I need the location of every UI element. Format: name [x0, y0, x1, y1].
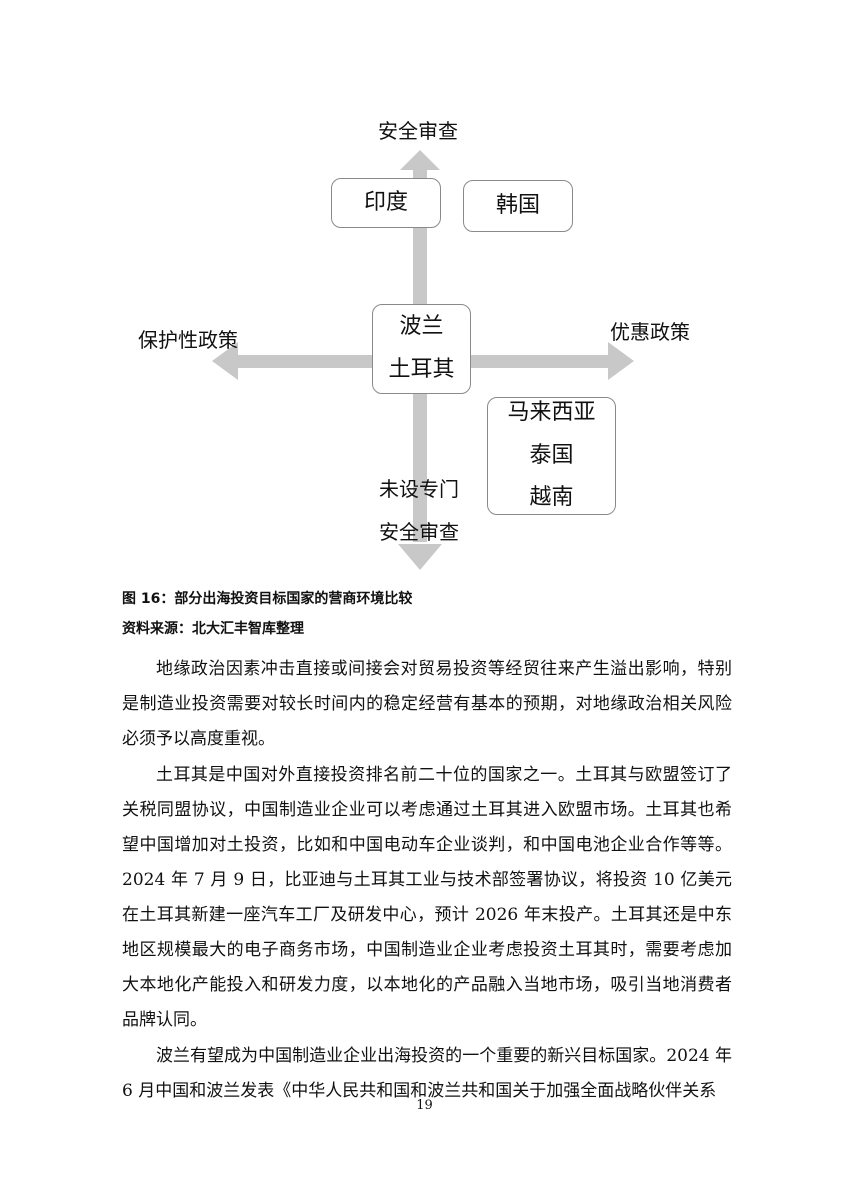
box-thailand-label: 泰国	[529, 442, 574, 468]
box-malaysia-label: 马来西亚	[507, 399, 596, 425]
body-text: 地缘政治因素冲击直接或间接会对贸易投资等经贸往来产生溢出影响，特别是制造业投资需…	[122, 652, 732, 1110]
box-vietnam-label: 越南	[529, 485, 574, 511]
paragraph-turkey: 土耳其是中国对外直接投资排名前二十位的国家之一。土耳其与欧盟签订了关税同盟协议，…	[122, 765, 732, 1030]
source-note: 资料来源：北大汇丰智库整理	[122, 621, 304, 637]
box-poland-turkey: 波兰 土耳其	[372, 304, 471, 394]
box-poland-label: 波兰	[399, 314, 444, 340]
arrow-down-head	[398, 544, 442, 570]
box-india: 印度	[331, 178, 441, 228]
axis-label-bottom-line1: 未设专门	[379, 477, 459, 501]
box-korea-label: 韩国	[495, 192, 540, 218]
box-sea-countries: 马来西亚 泰国 越南	[487, 397, 616, 515]
box-india-label: 印度	[363, 189, 408, 215]
axis-label-left: 保护性政策	[138, 328, 238, 352]
arrow-left-head	[212, 342, 238, 380]
arrow-up-head	[400, 150, 440, 170]
paragraph-geopolitics: 地缘政治因素冲击直接或间接会对贸易投资等经贸往来产生溢出影响，特别是制造业投资需…	[122, 659, 732, 749]
page-number: 19	[416, 1098, 433, 1113]
axis-label-bottom-line2: 安全审查	[379, 520, 459, 544]
box-turkey-label: 土耳其	[388, 357, 455, 382]
paragraph-poland: 波兰有望成为中国制造业企业出海投资的一个重要的新兴目标国家。2024 年 6 月…	[122, 1046, 732, 1101]
box-korea: 韩国	[463, 180, 573, 232]
figure-caption: 图 16：部分出海投资目标国家的营商环境比较	[122, 591, 413, 607]
axis-label-right: 优惠政策	[610, 320, 690, 344]
axis-label-top: 安全审查	[378, 119, 458, 143]
arrow-right-head	[608, 342, 634, 380]
business-environment-diagram: 安全审查 保护性政策 优惠政策 未设专门 安全审查 印度 韩国 波兰 土耳其 马…	[0, 0, 849, 580]
